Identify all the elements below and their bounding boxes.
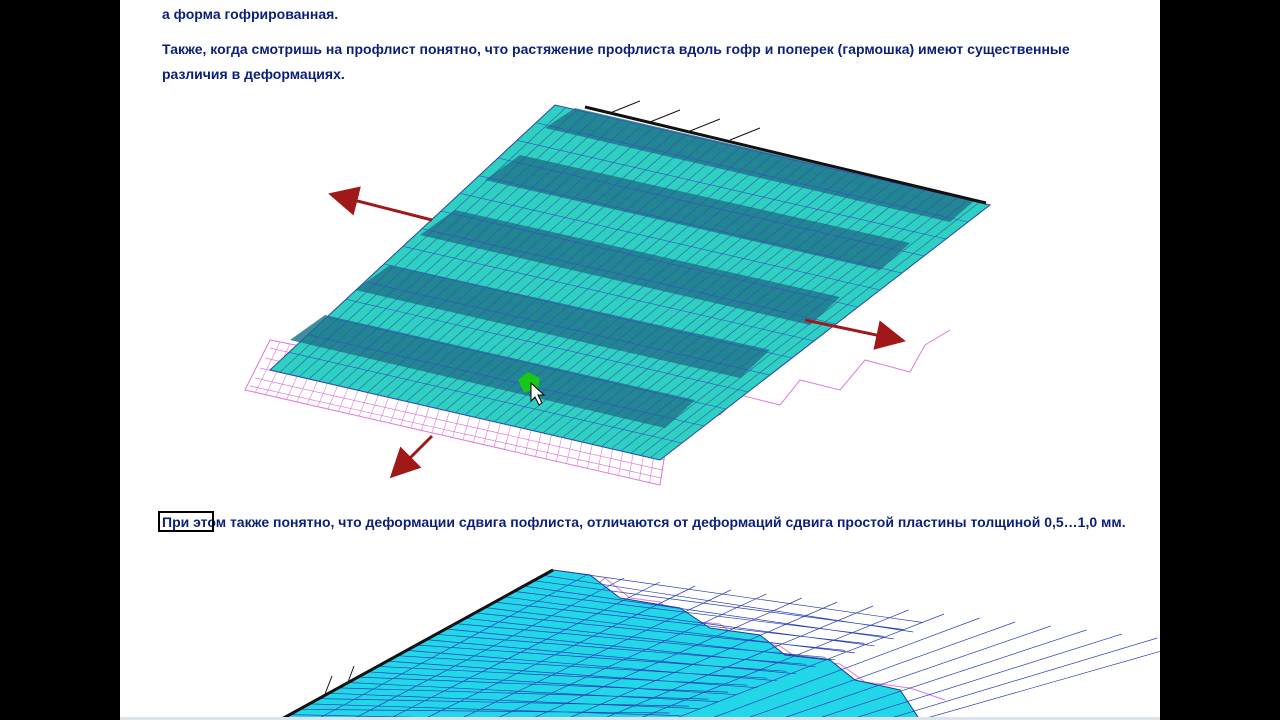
- tension-arrows: [328, 186, 906, 479]
- plate-2-mesh: [279, 569, 1160, 720]
- arrow-right: [804, 318, 906, 350]
- corrugation-ridges: [290, 108, 975, 428]
- figure-tension-profile: [244, 100, 992, 486]
- text-cursor-box: [158, 511, 214, 532]
- paragraph-corrugated-form: а форма гофрированная.: [162, 6, 339, 22]
- support-edge: [584, 105, 987, 205]
- figure-shear-profile: [279, 568, 1160, 720]
- paragraph-tension-difference: Также, когда смотришь на профлист понятн…: [162, 41, 1070, 82]
- paragraph-shear-deformation: При этом также понятно, что деформации с…: [162, 514, 1126, 530]
- support-edge-2: [279, 568, 554, 720]
- bottom-strip: [120, 717, 1160, 720]
- support-hatch: [609, 100, 761, 141]
- mouse-pointer-icon: [530, 381, 546, 406]
- arrow-down: [389, 434, 434, 479]
- support-hatch-2: [324, 665, 355, 695]
- figures-canvas: [244, 100, 1160, 720]
- mesh-grid: [269, 104, 991, 461]
- document-page: а форма гофрированная. Также, когда смот…: [120, 0, 1160, 720]
- arrow-left: [328, 186, 433, 222]
